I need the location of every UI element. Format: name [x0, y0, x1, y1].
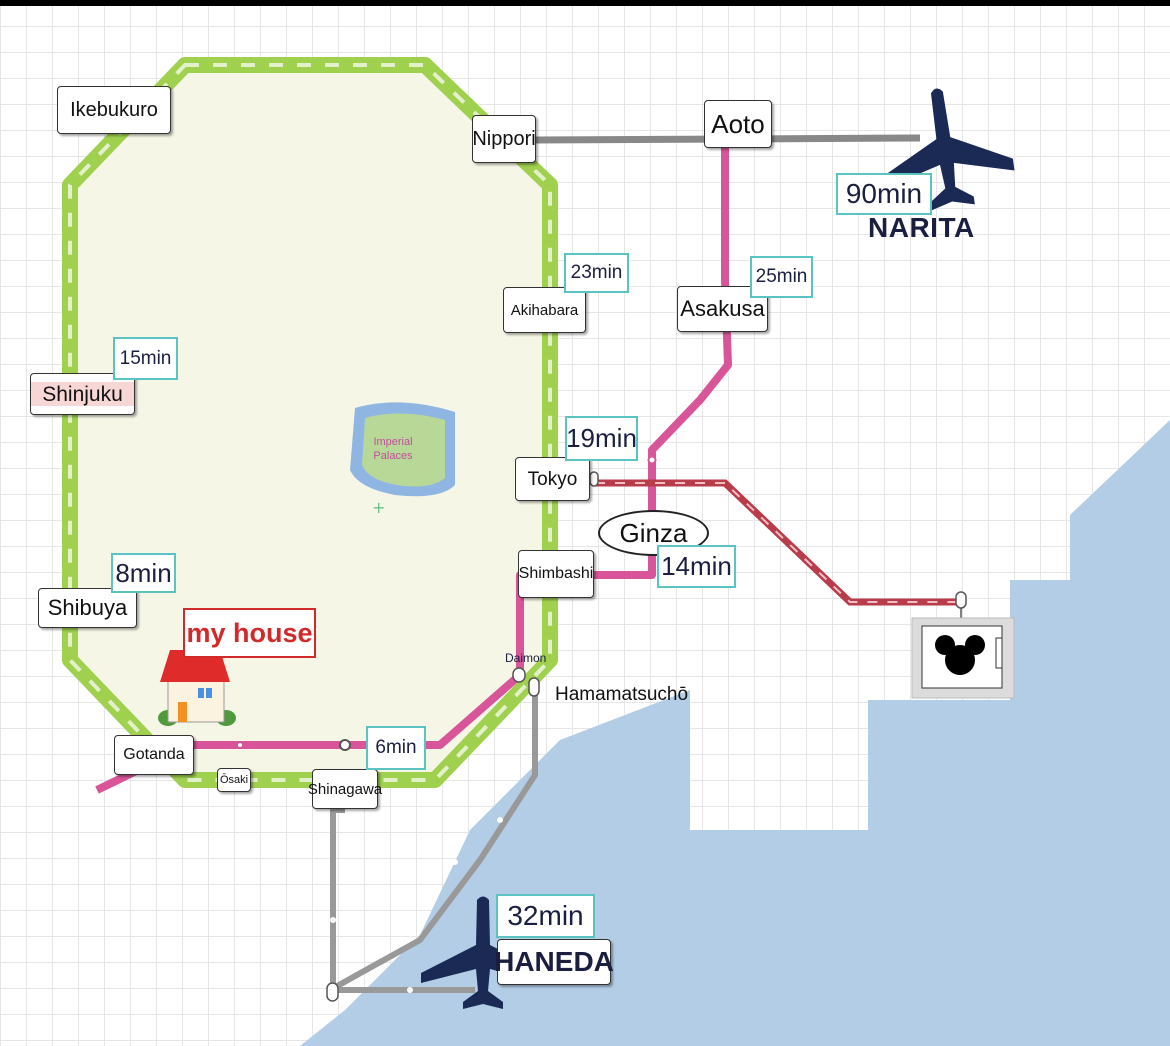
station-tokyo[interactable]: Tokyo [515, 457, 590, 501]
station-osaki[interactable]: Ōsaki [217, 768, 251, 792]
travel-time-shinagawa: 6min [366, 726, 426, 770]
travel-time-asakusa: 25min [750, 256, 813, 298]
mickey-icon [911, 617, 1015, 699]
station-aoto[interactable]: Aoto [704, 100, 772, 148]
travel-time-shinjuku: 15min [113, 337, 178, 380]
airplane-icon [882, 88, 1015, 211]
travel-time-ginza: 14min [657, 545, 736, 588]
station-shinagawa[interactable]: Shinagawa [308, 769, 382, 809]
palace-label-line1: Imperial [373, 436, 413, 448]
travel-time-tokyo: 19min [565, 416, 638, 461]
station-ginza[interactable]: Ginza [598, 510, 709, 556]
airport-narita: NARITA [868, 212, 975, 243]
svg-text:+: + [372, 498, 385, 517]
top-border [0, 0, 1170, 6]
palace-label-line2: Palaces [373, 449, 413, 462]
airplane-icon [421, 896, 545, 1009]
house-icon [158, 650, 236, 726]
station-gotanda[interactable]: Gotanda [114, 735, 194, 775]
station-akihabara[interactable]: Akihabara [503, 287, 586, 333]
monorail-line [328, 685, 538, 993]
sea [300, 420, 1170, 1046]
station-shimbashi[interactable]: Shimbashi [518, 550, 594, 598]
station-nippori[interactable]: Nippori [472, 115, 536, 163]
station-shibuya[interactable]: Shibuya [38, 588, 137, 628]
station-ikebukuro[interactable]: Ikebukuro [57, 86, 171, 134]
station-daimon[interactable]: Daimon [505, 651, 547, 665]
imperial-palace-label: Imperial Palaces [362, 436, 424, 464]
travel-time-akihabara: 23min [564, 253, 629, 293]
airport-haneda: HANEDA [494, 939, 614, 985]
station-shinjuku[interactable]: Shinjuku [30, 373, 135, 415]
keikyu-line [330, 807, 475, 993]
yamanote-loop-line [62, 57, 558, 788]
my-house-label: my house [183, 608, 316, 658]
travel-time-narita: 90min [836, 173, 932, 215]
travel-time-shibuya: 8min [111, 553, 176, 593]
station-hamamatsucho[interactable]: Hamamatsuchō [555, 684, 689, 705]
travel-time-haneda: 32min [496, 894, 595, 938]
